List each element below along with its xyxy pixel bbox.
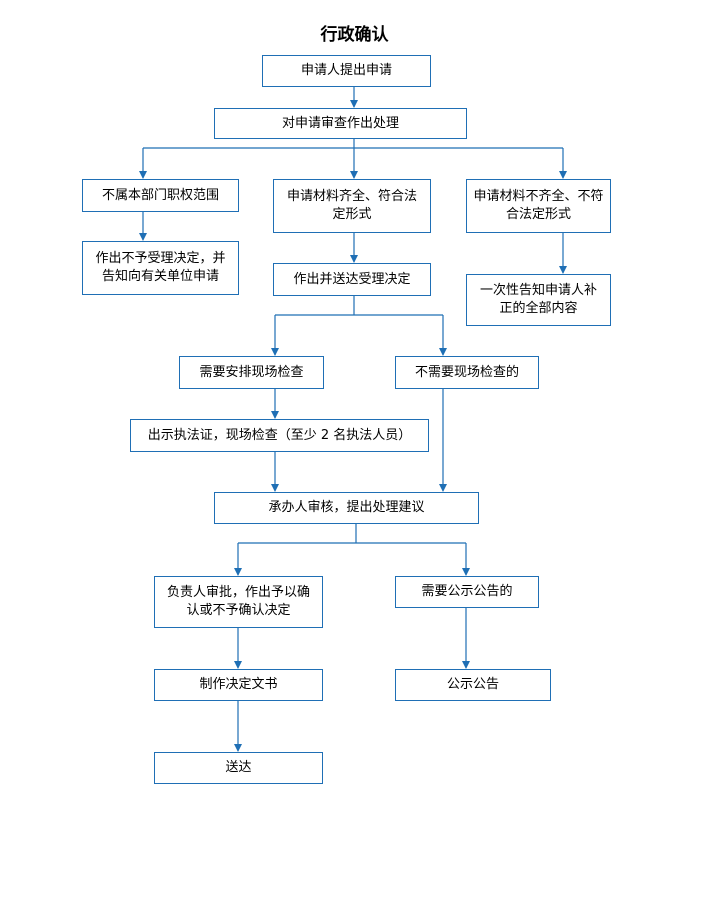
node-deliver: 送达 bbox=[154, 752, 323, 784]
page-title: 行政确认 bbox=[320, 25, 389, 45]
node-complete: 申请材料齐全、符合法定形式 bbox=[273, 179, 431, 233]
node-incomplete: 申请材料不齐全、不符合法定形式 bbox=[466, 179, 611, 233]
node-make-document: 制作决定文书 bbox=[154, 669, 323, 701]
node-reject-inform: 作出不予受理决定，并告知向有关单位申请 bbox=[82, 241, 239, 295]
node-inspection: 出示执法证，现场检查（至少 2 名执法人员） bbox=[130, 419, 429, 452]
node-approve: 负责人审批，作出予以确认或不予确认决定 bbox=[154, 576, 323, 628]
node-need-publicity: 需要公示公告的 bbox=[395, 576, 539, 608]
node-no-inspection: 不需要现场检查的 bbox=[395, 356, 539, 389]
node-need-inspection: 需要安排现场检查 bbox=[179, 356, 324, 389]
node-accept: 作出并送达受理决定 bbox=[273, 263, 431, 296]
node-apply: 申请人提出申请 bbox=[262, 55, 431, 87]
node-review: 对申请审查作出处理 bbox=[214, 108, 467, 139]
node-inform-once: 一次性告知申请人补正的全部内容 bbox=[466, 274, 611, 326]
node-handler-review: 承办人审核，提出处理建议 bbox=[214, 492, 479, 524]
node-not-in-scope: 不属本部门职权范围 bbox=[82, 179, 239, 212]
node-publicity: 公示公告 bbox=[395, 669, 551, 701]
